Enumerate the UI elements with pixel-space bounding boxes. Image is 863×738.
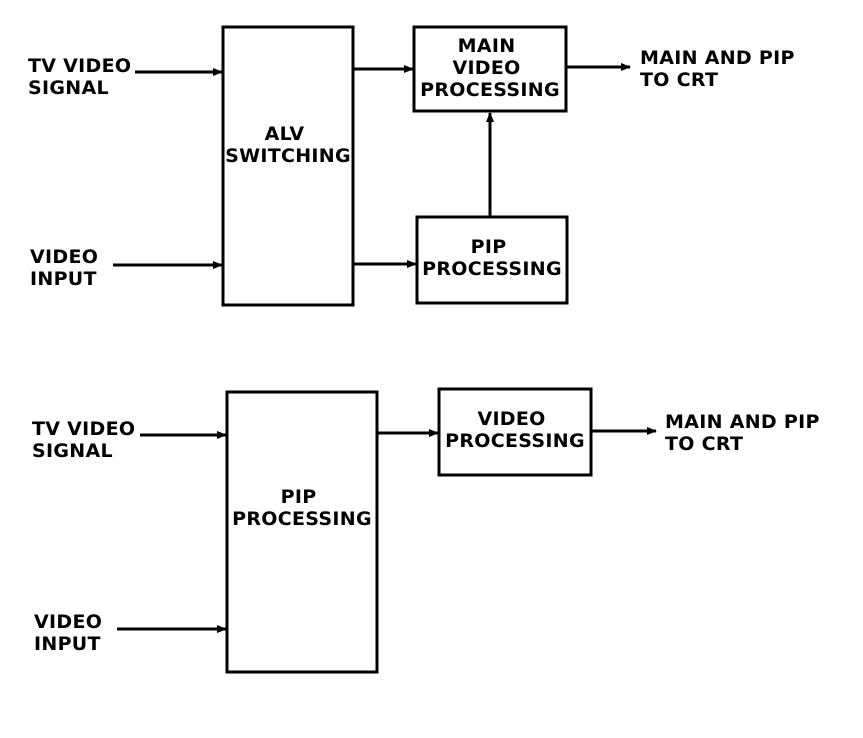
block-label-pip-processing: PIP PROCESSING	[232, 486, 372, 530]
input-label-video-input: VIDEO INPUT	[30, 246, 105, 290]
output-label: MAIN AND PIP TO CRT	[665, 411, 827, 455]
block-label-main-video-processing: MAIN VIDEO PROCESSING	[420, 35, 560, 101]
block-video-processing	[437, 387, 593, 477]
block-main-video-processing	[412, 25, 568, 113]
output-label: MAIN AND PIP TO CRT	[640, 47, 802, 91]
input-label-tv-video-signal: TV VIDEO SIGNAL	[28, 55, 138, 99]
input-label-video-input: VIDEO INPUT	[34, 611, 109, 655]
block-label-video-processing: VIDEO PROCESSING	[445, 408, 585, 452]
block-label-pip-processing: PIP PROCESSING	[422, 236, 562, 280]
input-label-tv-video-signal: TV VIDEO SIGNAL	[32, 418, 142, 462]
diagram-top: TV VIDEO SIGNAL VIDEO INPUT ALV SWITCHIN…	[28, 25, 802, 307]
block-pip-processing	[415, 215, 569, 305]
diagram-bottom: TV VIDEO SIGNAL VIDEO INPUT PIP PROCESSI…	[32, 387, 827, 674]
block-pip-processing	[225, 390, 379, 674]
block-label-alv-switching: ALV SWITCHING	[225, 123, 351, 167]
block-alv-switching	[221, 25, 355, 307]
